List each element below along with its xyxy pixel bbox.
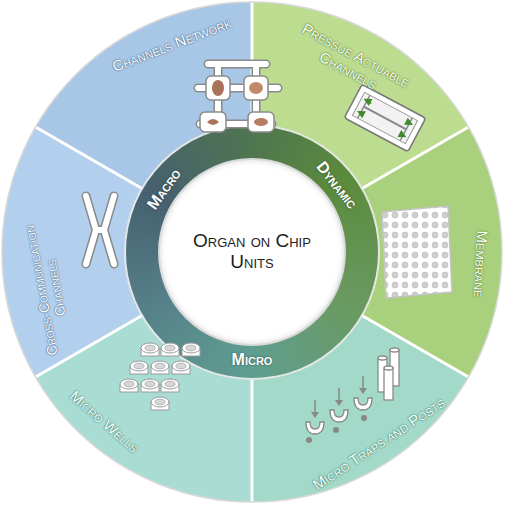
ring-band: Micro: [212, 351, 292, 369]
unit-label: Organ on Chip Units: [170, 231, 335, 273]
micro-well-icon: [120, 343, 200, 410]
center-title: Organ on Chip Units: [170, 231, 335, 273]
unit-label: Micro: [212, 351, 292, 369]
cross-channel-icon: [86, 196, 114, 264]
pressure-channel-icon: [344, 84, 425, 151]
channels-network-icon: [198, 64, 278, 132]
membrane-icon: [382, 206, 452, 298]
